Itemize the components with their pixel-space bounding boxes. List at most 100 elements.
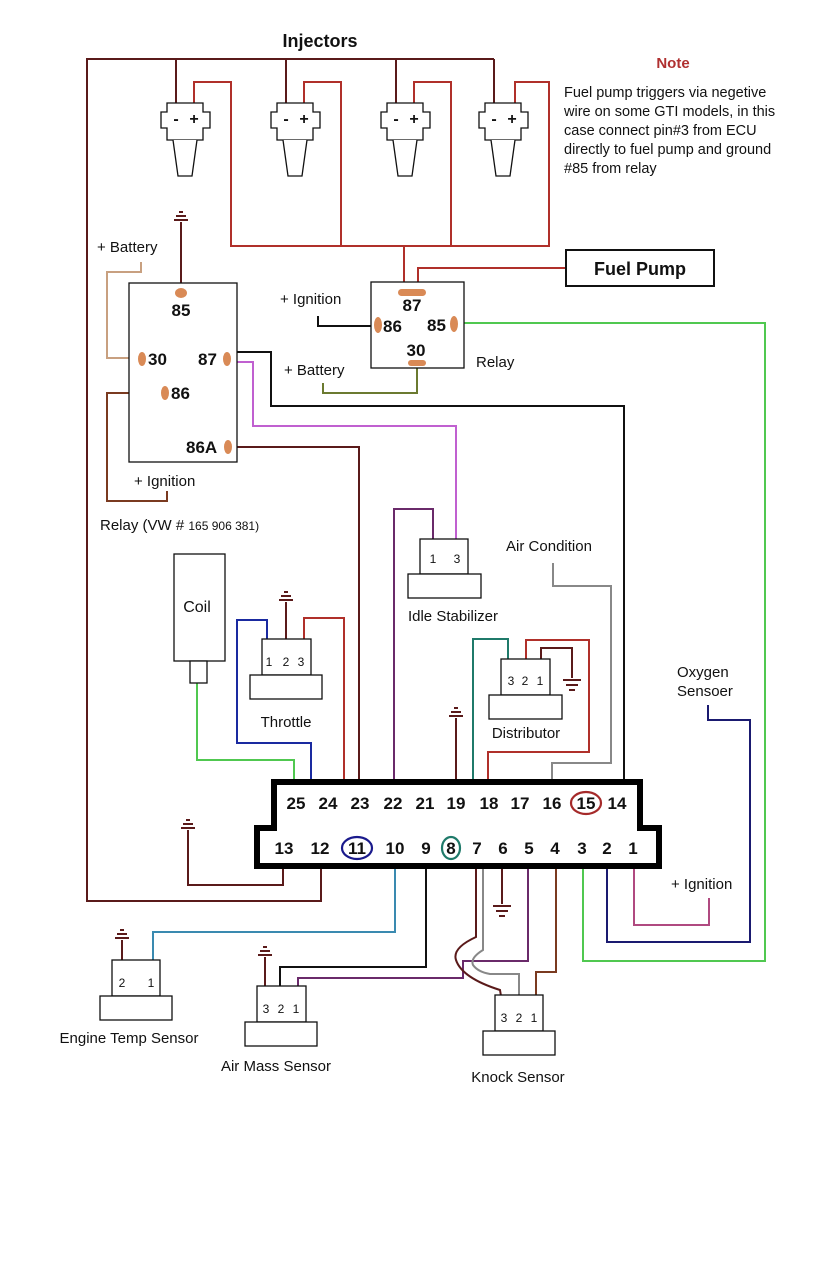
ground-symbols <box>115 211 581 956</box>
ground-icon <box>493 905 511 917</box>
injector[interactable]: -+ <box>478 102 529 177</box>
idle-stabilizer[interactable]: 1 3 <box>407 538 482 599</box>
ecu-pin-8[interactable]: 8 <box>446 839 455 858</box>
ecu-pin-12[interactable]: 12 <box>311 839 330 858</box>
ecu-pin-16[interactable]: 16 <box>543 794 562 813</box>
engine-temp-pin: 2 <box>119 976 126 990</box>
ecu-pin-23[interactable]: 23 <box>351 794 370 813</box>
fuel-relay-pin-86: 86 <box>383 317 402 336</box>
note-line: #85 from relay <box>564 161 657 177</box>
ecu-pin-highlight-11 <box>340 835 374 861</box>
air-mass-pin: 2 <box>278 1002 285 1016</box>
main-relay[interactable]: 85 30 87 86 86A <box>128 282 238 463</box>
idle-stabilizer-pin: 1 <box>430 552 437 566</box>
wire-ecu9-airmass2 <box>279 866 427 993</box>
ecu-pin-6[interactable]: 6 <box>498 839 507 858</box>
air-mass-pin: 3 <box>263 1002 270 1016</box>
air-condition-label: Air Condition <box>506 538 592 555</box>
ground-icon <box>258 946 272 956</box>
note-line: case connect pin#3 from ECU <box>564 123 757 139</box>
fuel-pump[interactable]: Fuel Pump <box>565 249 715 287</box>
wire-relay-87-to-ecu14 <box>231 351 625 782</box>
ecu-pin-7[interactable]: 7 <box>472 839 481 858</box>
relay-pin-87: 87 <box>198 350 217 369</box>
ecu-pin-highlight-15 <box>569 790 603 816</box>
injector[interactable]: -+ <box>270 102 321 177</box>
ecu-pin-5[interactable]: 5 <box>524 839 533 858</box>
injector-plus-label: + <box>189 111 198 128</box>
knock-pin: 2 <box>516 1011 523 1025</box>
relay-terminal-86 <box>161 386 169 400</box>
injector-minus-label: - <box>173 111 178 128</box>
wire-relay-86-ignition <box>106 392 168 502</box>
wire-ecu13-ground <box>187 830 284 886</box>
main-relay-caption: Relay (VW # 165 906 381) <box>100 517 259 534</box>
fuel-relay-terminal-87 <box>398 289 426 296</box>
air-mass-sensor[interactable]: 3 2 1 <box>244 985 318 1047</box>
ecu-pin-22[interactable]: 22 <box>384 794 403 813</box>
ecu-pin-15[interactable]: 15 <box>577 794 596 813</box>
oxygen-sensor-label: Sensoer <box>677 683 733 700</box>
ecu-pin-4[interactable]: 4 <box>550 839 560 858</box>
fuel-relay-terminal-86 <box>374 317 382 333</box>
ecu-pin-17[interactable]: 17 <box>511 794 530 813</box>
main-relay-battery-label: + Battery <box>97 239 158 256</box>
ignition-coil[interactable]: Coil <box>173 553 226 684</box>
throttle-pin: 2 <box>283 655 290 669</box>
air-mass-pin: 1 <box>293 1002 300 1016</box>
wire-coil-to-ecu25 <box>196 683 295 782</box>
injectors-group: -+-+-+-+ <box>160 102 529 177</box>
ecu-pin-19[interactable]: 19 <box>447 794 466 813</box>
note-line: Fuel pump triggers via negetive <box>564 85 766 101</box>
wire-idle1-to-ecu22 <box>393 508 434 782</box>
injector-plus-label: + <box>507 111 516 128</box>
ecu-pin-18[interactable]: 18 <box>480 794 499 813</box>
ground-icon <box>181 819 195 829</box>
ecu-pin-highlight-8 <box>440 835 462 861</box>
wire-ecu4-knock1 <box>535 866 557 1002</box>
idle-stabilizer-label: Idle Stabilizer <box>408 608 498 625</box>
ecu-pin-1[interactable]: 1 <box>628 839 637 858</box>
wire-injector-ground-bus <box>86 58 495 872</box>
relay-terminal-87 <box>223 352 231 366</box>
knock-sensor-label: Knock Sensor <box>471 1069 564 1086</box>
ecu-highlighted-pins <box>340 790 603 861</box>
ecu-pin-24[interactable]: 24 <box>319 794 338 813</box>
fuel-relay-ignition-label: + Ignition <box>280 291 341 308</box>
injector[interactable]: -+ <box>380 102 431 177</box>
ecu-ignition-label: + Ignition <box>671 876 732 893</box>
ecu-pin-11[interactable]: 11 <box>348 839 366 858</box>
throttle-pin: 1 <box>266 655 273 669</box>
ground-icon <box>563 679 581 691</box>
ecu-pin-2[interactable]: 2 <box>602 839 611 858</box>
main-relay-ignition-label: + Ignition <box>134 473 195 490</box>
ecu-pin-10[interactable]: 10 <box>386 839 405 858</box>
fuel-pump-label: Fuel Pump <box>594 259 686 279</box>
ecu-pin-13[interactable]: 13 <box>275 839 294 858</box>
note-heading: Note <box>656 55 689 72</box>
ecu-pin-14[interactable]: 14 <box>608 794 627 813</box>
fuel-pump-relay[interactable]: 87 86 85 30 <box>370 281 465 369</box>
ground-icon <box>449 707 463 717</box>
ecu-pin-9[interactable]: 9 <box>421 839 430 858</box>
knock-sensor[interactable]: 3 2 1 <box>482 994 556 1056</box>
wire-ecu1-ignition <box>633 866 710 926</box>
throttle-sensor[interactable]: 1 2 3 <box>249 638 323 700</box>
ecu-pin-25[interactable]: 25 <box>287 794 306 813</box>
relay-pin-86: 86 <box>171 384 190 403</box>
note-block: Note Fuel pump triggers via negetive wir… <box>563 55 775 177</box>
wire-dist2-to-ecu18 <box>487 639 590 782</box>
fuel-relay-pin-85: 85 <box>427 316 446 335</box>
injector[interactable]: -+ <box>160 102 211 177</box>
ecu-pin-3[interactable]: 3 <box>577 839 586 858</box>
knock-pin: 3 <box>501 1011 508 1025</box>
wire-relay-30-battery <box>106 262 142 359</box>
injector-minus-label: - <box>393 111 398 128</box>
engine-temp-sensor[interactable]: 2 1 <box>99 959 173 1021</box>
diagram-title: Injectors <box>282 31 357 51</box>
ecu-pin-21[interactable]: 21 <box>416 794 435 813</box>
distributor[interactable]: 3 2 1 <box>488 658 563 720</box>
